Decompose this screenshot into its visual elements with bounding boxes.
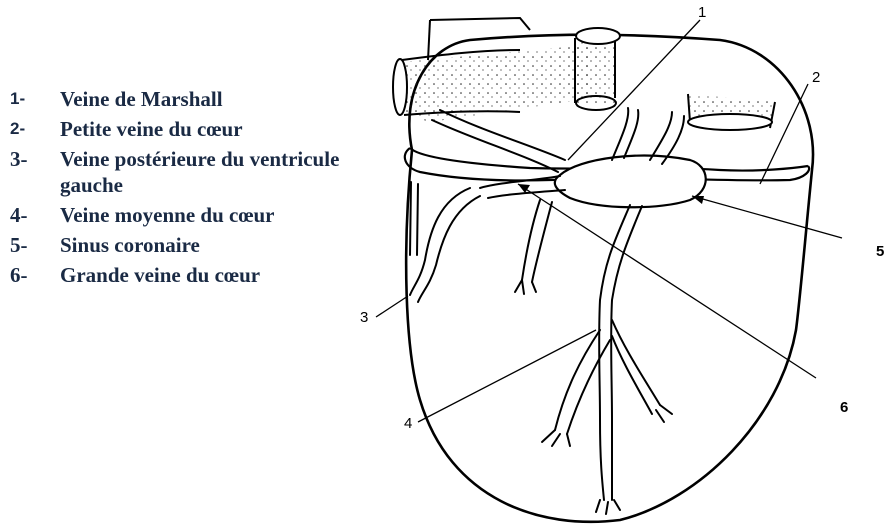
vessel-opening [688,94,775,130]
left-vessel [393,18,595,122]
label-4: 4 [404,415,412,432]
coronary-sinus [555,156,706,208]
label-5: 5 [876,243,884,260]
label-1: 1 [698,4,706,21]
label-2: 2 [812,69,820,86]
right-vessel [575,28,620,110]
label-3: 3 [360,309,368,326]
label-6: 6 [840,399,848,416]
